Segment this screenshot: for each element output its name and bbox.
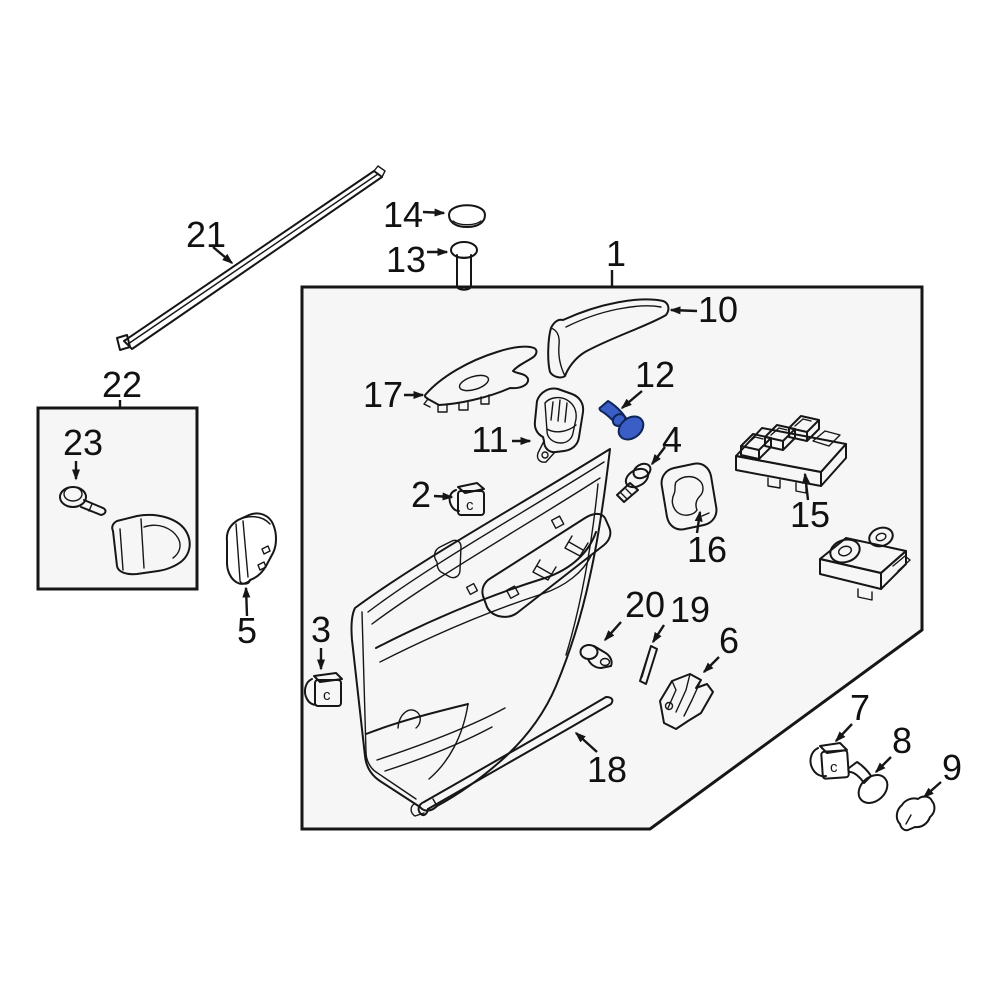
- part-4-screw: [616, 462, 652, 503]
- part-16-switch-bezel: [660, 462, 718, 531]
- part-3-clip: [303, 672, 343, 707]
- callout-16-arrow: [694, 510, 703, 534]
- callout-6-arrow: [702, 656, 720, 674]
- retainer-head: [617, 415, 645, 441]
- callout-16: 16: [687, 529, 727, 570]
- callout-6: 6: [719, 620, 739, 661]
- part-2-clip-marking: c: [466, 497, 474, 514]
- callout-4: 4: [662, 419, 682, 460]
- callout-8: 8: [892, 720, 912, 761]
- callout-18-arrow: [574, 731, 598, 753]
- part-6-bracket: [659, 673, 714, 730]
- callout-18: 18: [587, 749, 627, 790]
- callout-12-arrow: [620, 390, 643, 409]
- memory-switch: [819, 526, 911, 601]
- part-7-clip-marking: c: [830, 759, 838, 776]
- part-20-clip-pin: [579, 644, 613, 669]
- part-10-armrest: [547, 298, 670, 379]
- callout-3: 3: [311, 609, 331, 650]
- callout-13: 13: [386, 239, 426, 280]
- part-12-retainer-highlighted: [598, 400, 645, 441]
- callout-14: 14: [383, 194, 423, 235]
- callout-2-arrow: [433, 492, 454, 501]
- callout-9: 9: [942, 747, 962, 788]
- callout-12: 12: [635, 354, 675, 395]
- part-13-screw: [450, 241, 478, 291]
- callout-2: 2: [411, 474, 431, 515]
- part-7-clip: [809, 742, 850, 780]
- callout-21: 21: [186, 214, 226, 255]
- callout-4-arrow: [651, 446, 666, 466]
- callout-19-arrow: [651, 624, 666, 644]
- callout-7-arrow: [834, 723, 853, 743]
- callout-19: 19: [670, 589, 710, 630]
- callout-11: 11: [471, 419, 508, 460]
- door-trim-panel: [350, 448, 612, 812]
- callout-leaders: [72, 208, 942, 798]
- callout-5: 5: [237, 610, 257, 651]
- callout-8-arrow: [874, 756, 892, 774]
- mirror-kit-box: [36, 406, 199, 591]
- callout-23: 23: [63, 422, 103, 463]
- callout-20-arrow: [604, 621, 622, 642]
- callout-15-arrow: [802, 472, 811, 501]
- callout-22: 22: [102, 364, 142, 405]
- part-5-cover: [225, 512, 277, 585]
- part-15-window-switch: [735, 415, 847, 494]
- callout-1: 1: [606, 233, 626, 274]
- part-9-grommet: [895, 795, 936, 832]
- part-11-handle-bezel: [533, 387, 585, 463]
- part-23-bolt: [59, 486, 107, 516]
- callout-10-arrow: [669, 306, 698, 315]
- callout-20: 20: [625, 584, 665, 625]
- part-17-sail-trim: [423, 345, 538, 413]
- callout-5-arrow: [242, 586, 251, 617]
- callout-14-arrow: [422, 208, 446, 217]
- callout-7: 7: [850, 687, 870, 728]
- part-18-lower-trim-strip: [410, 696, 614, 817]
- part-3-clip-marking: c: [323, 687, 331, 704]
- part-21-belt-weatherstrip: [116, 165, 386, 351]
- part-14-cap: [448, 204, 486, 228]
- callout-9-arrow: [922, 781, 942, 798]
- part-8-stud: [847, 761, 889, 804]
- mirror-mount-cover: [111, 514, 191, 576]
- callout-21-arrow: [212, 246, 234, 264]
- part-19-trim-strip: [639, 645, 658, 685]
- main-assembly-box: [300, 285, 924, 831]
- callout-labels: 1 2 3 4 5 6 7 8 9 10 11 12 13 14 15 16 1…: [63, 194, 962, 790]
- callout-10: 10: [698, 289, 738, 330]
- callout-17: 17: [363, 374, 403, 415]
- callout-15: 15: [790, 494, 830, 535]
